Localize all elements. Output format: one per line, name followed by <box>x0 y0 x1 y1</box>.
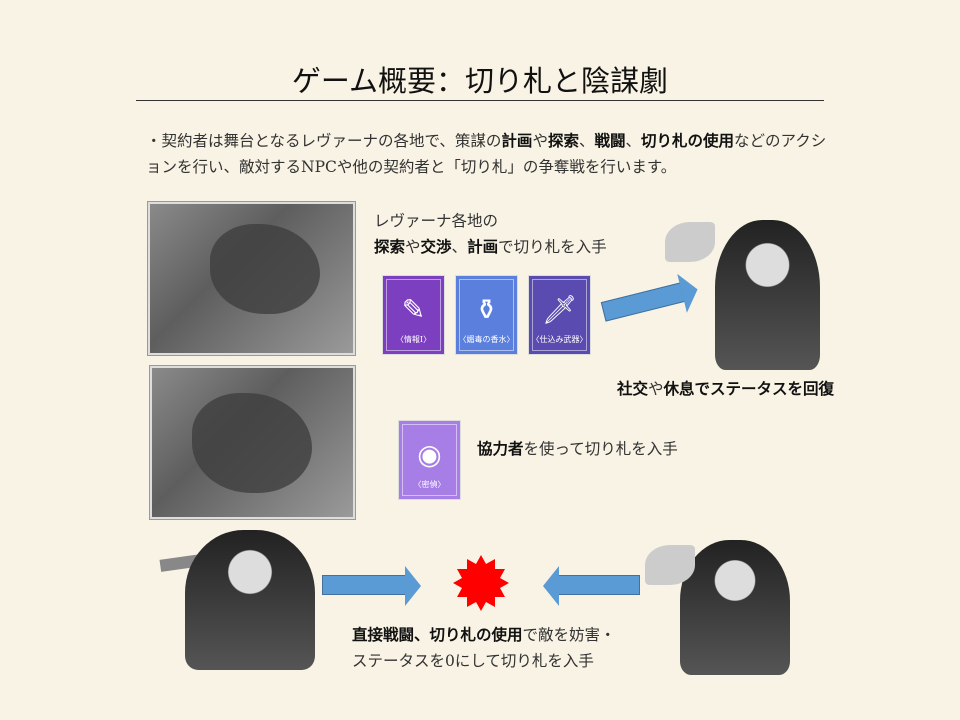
social-bold: 社交 <box>617 379 649 398</box>
ally-bold: 協力者 <box>477 439 524 458</box>
battle-bold: 直接戦闘、切り札の使用 <box>352 625 523 644</box>
map-image-1 <box>148 202 355 355</box>
card-label: 〈密偵〉 <box>413 480 446 489</box>
card-spy: ◉ 〈密偵〉 <box>398 420 461 500</box>
card-label: 〈媚毒の香水〉 <box>458 335 515 344</box>
plan-bold: 計画 <box>467 237 499 256</box>
intro-bold: 切り札の使用 <box>641 131 735 150</box>
map-image-2 <box>150 366 355 519</box>
recover-text: でステータスを回復 <box>694 379 835 398</box>
explore-text: や <box>405 238 421 256</box>
explore-text: で切り札を入手 <box>498 238 607 256</box>
intro-text: 、 <box>578 132 595 150</box>
section-explore-text: レヴァーナ各地の 探索や交渉、計画で切り札を入手 <box>374 208 607 260</box>
intro-bold: 計画 <box>501 131 533 150</box>
intro-paragraph: ・契約者は舞台となるレヴァーナの各地で、策謀の計画や探索、戦闘、切り札の使用など… <box>146 128 836 180</box>
explore-bold: 探索 <box>374 237 406 256</box>
butterfly-icon <box>665 222 715 262</box>
section-battle-text: 直接戦闘、切り札の使用で敵を妨害・ ステータスを0にして切り札を入手 <box>352 622 616 674</box>
arrow-right-icon <box>322 566 421 606</box>
arrow-right-icon <box>600 282 686 322</box>
spy-icon: ◉ <box>417 438 442 471</box>
conflict-burst-icon <box>453 555 509 611</box>
card-info: ✎ 〈情報Ⅰ〉 <box>382 275 445 355</box>
card-label: 〈情報Ⅰ〉 <box>395 335 432 344</box>
perfume-icon: ⚱ <box>474 293 499 326</box>
note-pen-icon: ✎ <box>401 293 426 326</box>
butterfly-icon <box>645 545 695 585</box>
intro-bold: 戦闘 <box>594 131 626 150</box>
dagger-icon: 🗡 <box>541 293 578 326</box>
rest-bold: 休息 <box>663 379 695 398</box>
battle-text: で敵を妨害・ <box>522 626 616 644</box>
title-divider <box>136 100 824 101</box>
section-ally-text: 協力者を使って切り札を入手 <box>477 436 678 462</box>
arrow-left-icon <box>543 566 640 606</box>
witch-character-image <box>715 220 820 370</box>
page-title: ゲーム概要：切り札と陰謀劇 <box>291 64 669 98</box>
ally-text: を使って切り札を入手 <box>523 440 678 458</box>
recover-text: や <box>648 380 664 398</box>
intro-text: などのアクションを行い、敵対するNPCや他の契約者と「切り札」の争奪戦を行います… <box>146 132 827 176</box>
explore-text: 、 <box>451 238 468 256</box>
card-perfume: ⚱ 〈媚毒の香水〉 <box>455 275 518 355</box>
card-weapon: 🗡 〈仕込み武器〉 <box>528 275 591 355</box>
card-label: 〈仕込み武器〉 <box>531 335 588 344</box>
negotiate-bold: 交渉 <box>420 237 452 256</box>
intro-text: 、 <box>625 132 642 150</box>
battle-line2: ステータスを0にして切り札を入手 <box>352 652 594 670</box>
intro-bold: 探索 <box>547 131 579 150</box>
section-recover-text: 社交や休息でステータスを回復 <box>617 376 834 402</box>
enemy-character-image <box>185 530 315 670</box>
explore-line1: レヴァーナ各地の <box>374 212 499 230</box>
intro-text: や <box>532 132 548 150</box>
intro-text: ・契約者は舞台となるレヴァーナの各地で、策謀の <box>146 132 502 150</box>
witch-character-image-2 <box>680 540 790 675</box>
